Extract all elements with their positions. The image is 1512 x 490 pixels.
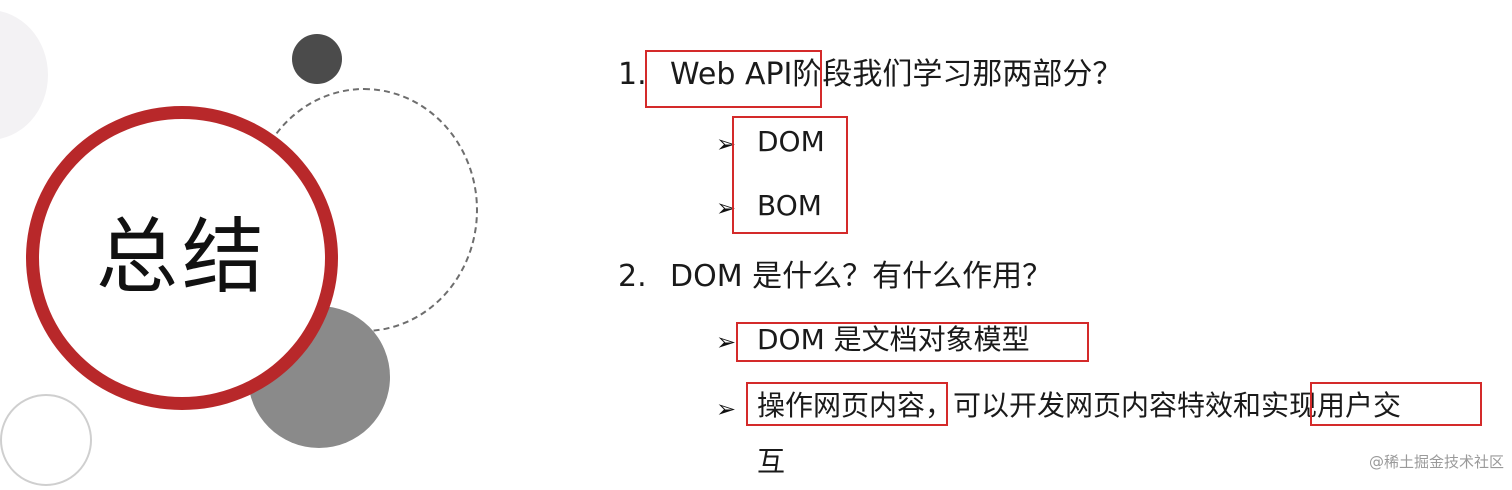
question-2-text: DOM 是什么？有什么作用？	[670, 259, 1053, 294]
slide-title: 总结	[95, 210, 268, 305]
question-1: 1. Web API阶段我们学习那两部分？	[618, 60, 1122, 90]
usage-part-effects: ，可以开发网页内容特效和	[925, 389, 1262, 422]
question-1-number: 1.	[618, 57, 647, 92]
decorative-blob	[0, 10, 48, 140]
answer-bom: BOM	[757, 189, 822, 222]
bullet-arrow-icon: ➢	[716, 194, 737, 222]
answer-dom-usage-wrap: 互	[757, 445, 786, 478]
title-ring: 总结	[26, 106, 338, 410]
decorative-outline-circle	[0, 394, 92, 486]
question-2: 2. DOM 是什么？有什么作用？	[618, 262, 1052, 292]
bullet-arrow-icon: ➢	[716, 130, 737, 158]
usage-part-operate: 操作网页内容	[757, 389, 926, 422]
answer-dom: DOM	[757, 125, 825, 158]
question-1-text: Web API阶段我们学习那两部分？	[670, 57, 1123, 92]
usage-part-interaction: 实现用户交	[1261, 389, 1402, 422]
answer-dom-usage: 操作网页内容，可以开发网页内容特效和实现用户交	[757, 392, 1401, 420]
watermark: @稀土掘金技术社区	[1368, 453, 1504, 471]
answer-dom-definition: DOM 是文档对象模型	[757, 323, 1030, 356]
bullet-arrow-icon: ➢	[716, 328, 737, 356]
question-2-number: 2.	[618, 259, 647, 294]
bullet-arrow-icon: ➢	[716, 395, 737, 423]
decorative-dark-dot	[292, 34, 342, 84]
